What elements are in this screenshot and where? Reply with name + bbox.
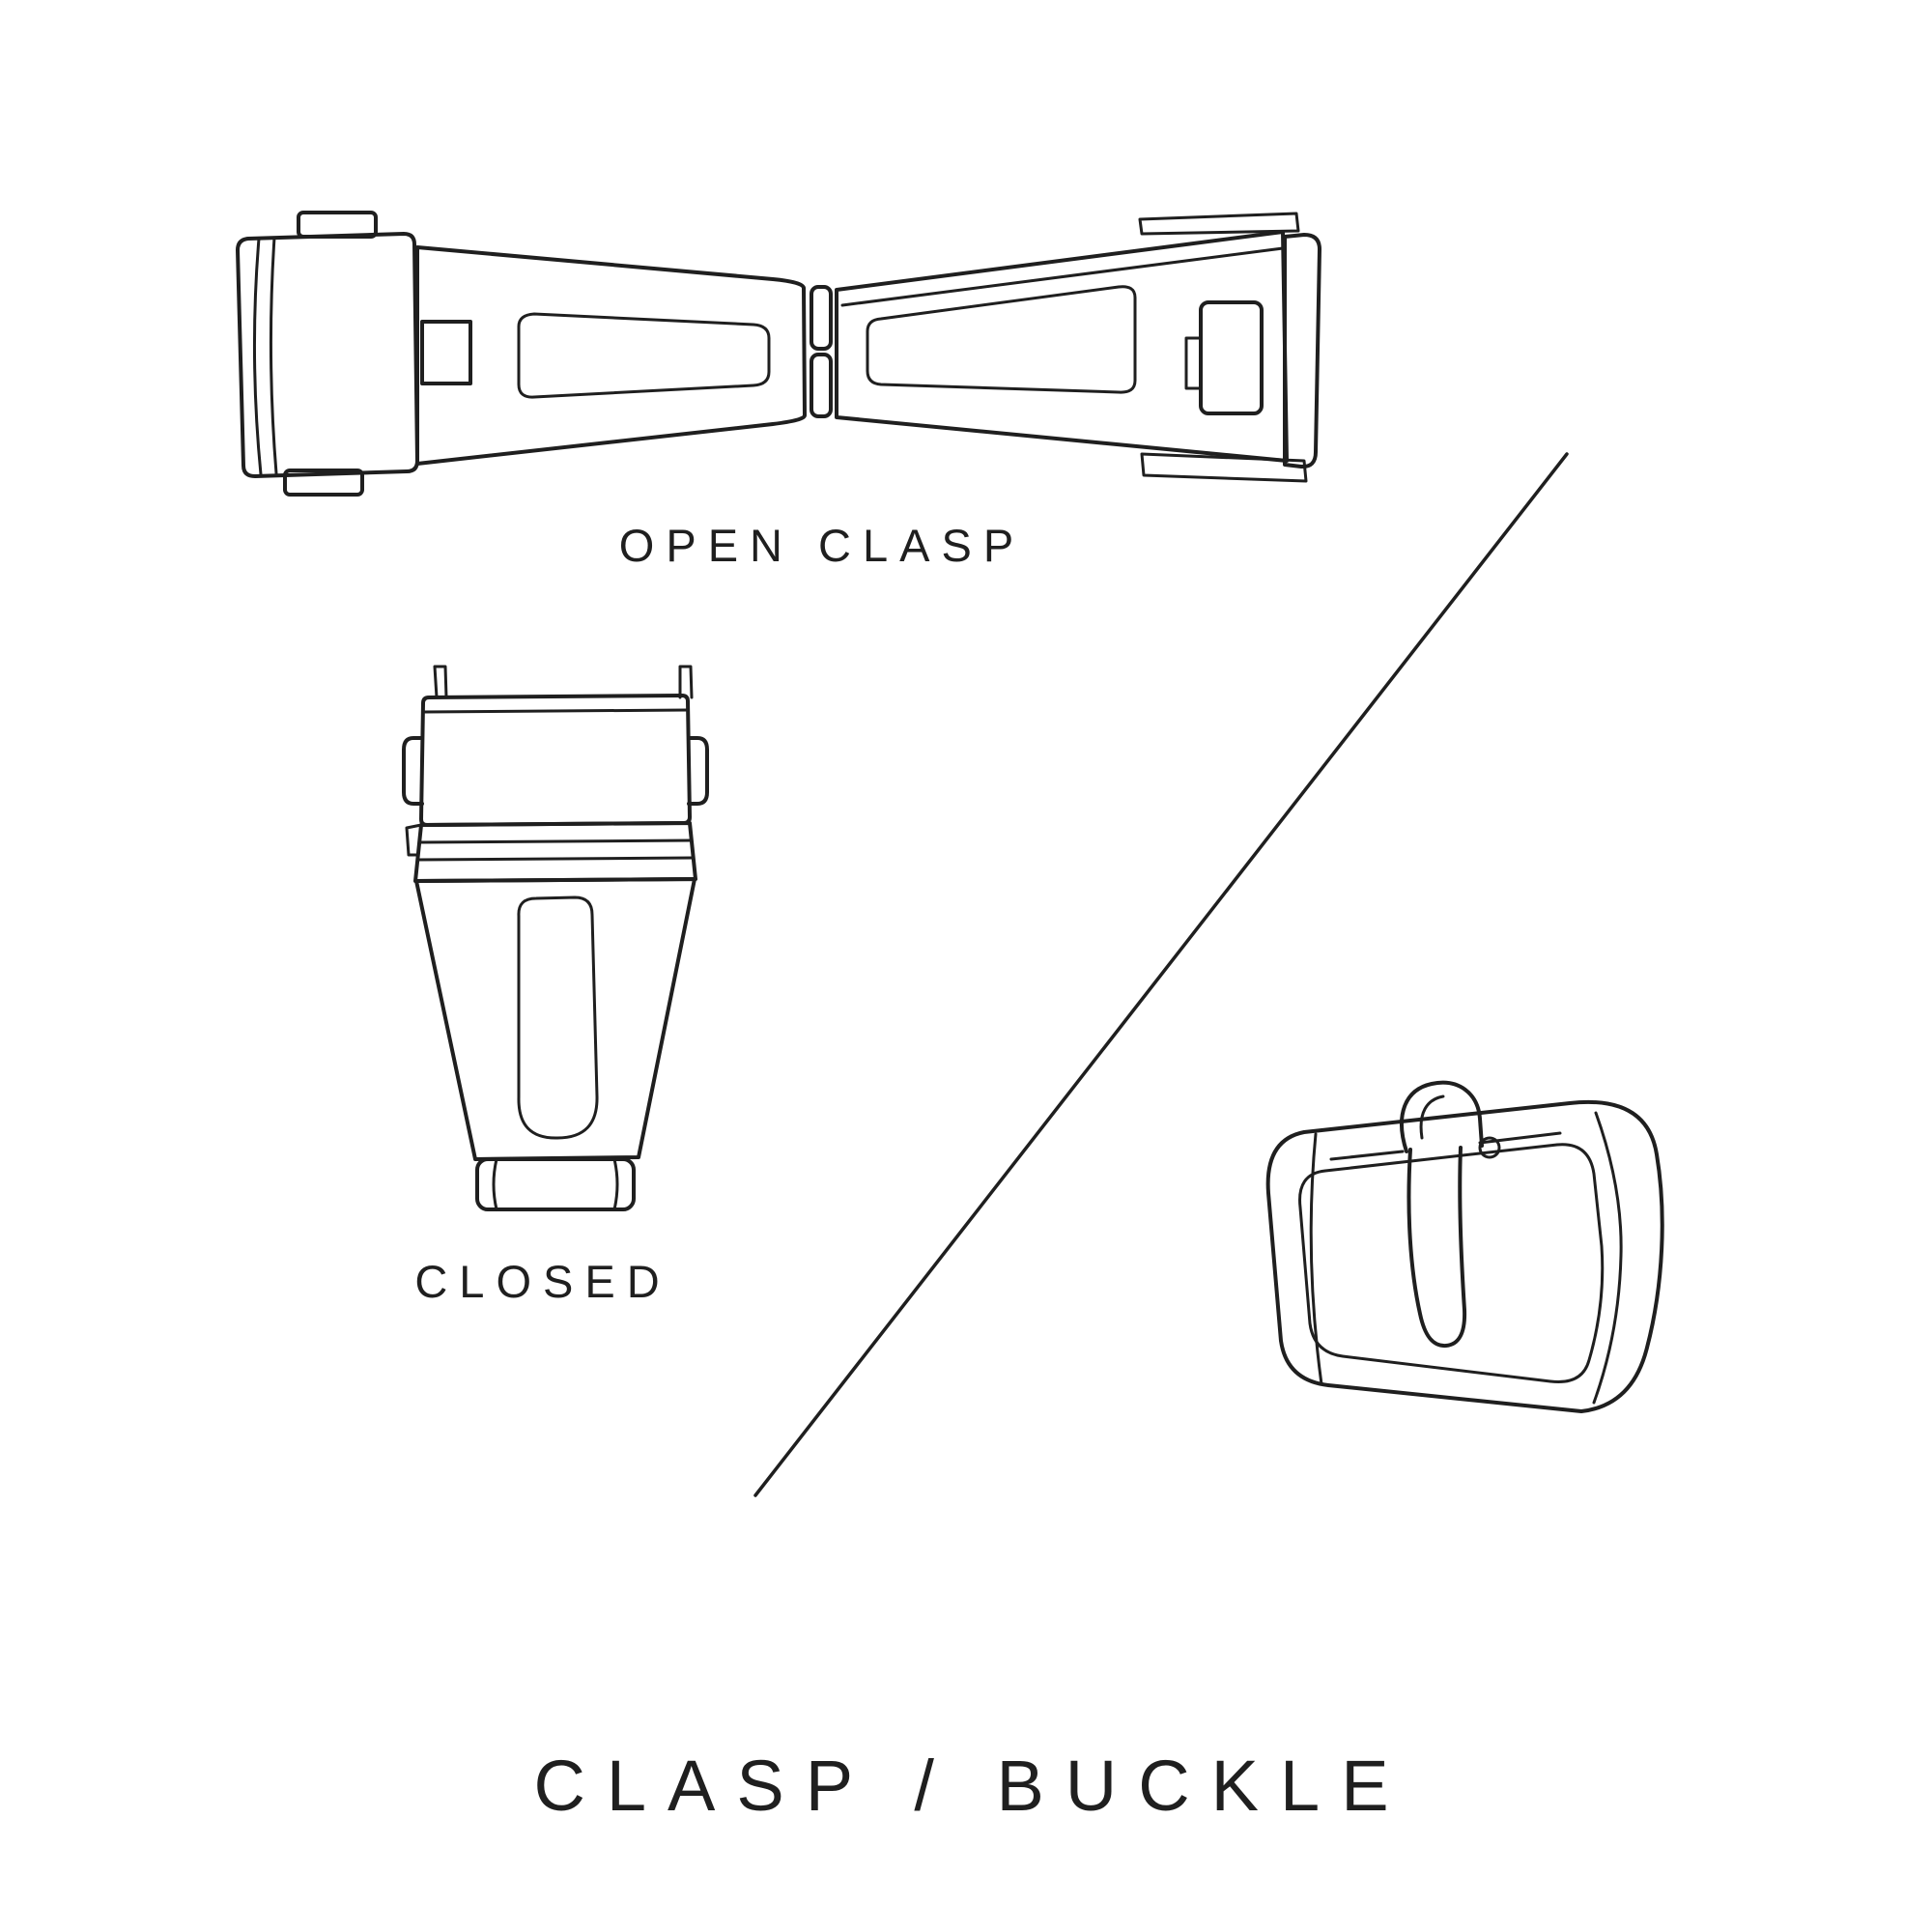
closed-clasp-foot-curve-right — [612, 1157, 619, 1211]
closed-clasp-left-prong — [433, 665, 448, 699]
closed-clasp-foot — [475, 1157, 636, 1211]
closed-label: CLOSED — [414, 1256, 671, 1307]
page-title: CLASP / BUCKLE — [533, 1746, 1410, 1826]
open-clasp-end-link-roll-2 — [269, 236, 278, 475]
buckle-spring-bar-left — [1329, 1150, 1405, 1161]
open-clasp-illustration — [236, 211, 1321, 497]
open-clasp-top-tab — [297, 211, 378, 239]
open-clasp-right-bottom-tab — [1140, 452, 1308, 483]
open-clasp-end-link-roll-1 — [252, 237, 263, 476]
open-clasp-left-inner-outline — [517, 312, 771, 399]
open-clasp-right-keeper — [1199, 300, 1264, 415]
closed-clasp-left-ear — [402, 736, 424, 806]
open-clasp-left-notch — [420, 320, 472, 385]
open-clasp-right-top-edge-line — [840, 246, 1285, 307]
closed-clasp-left-step — [405, 823, 423, 857]
line-art-group — [236, 211, 1664, 1497]
closed-clasp-band-line-2 — [415, 856, 696, 862]
closed-clasp-top-block-line — [423, 708, 690, 714]
open-clasp-end-link — [236, 232, 419, 478]
buckle-tang-loop-inner — [1419, 1094, 1445, 1140]
open-clasp-right-keeper-hook — [1184, 336, 1203, 390]
closed-clasp-illustration — [402, 665, 709, 1211]
closed-clasp-band-line-1 — [417, 838, 694, 844]
divider-line — [753, 452, 1569, 1497]
buckle-tang-ring — [1478, 1136, 1501, 1159]
buckle-inner-opening — [1298, 1143, 1605, 1384]
buckle-tang-body — [1406, 1146, 1467, 1349]
closed-clasp-band-section — [413, 821, 697, 883]
open-clasp-hinge-upper — [810, 285, 833, 351]
open-clasp-right-end-cap — [1283, 233, 1321, 469]
buckle-spring-bar-right — [1478, 1131, 1562, 1145]
buckle-left-roll-line — [1309, 1132, 1323, 1386]
open-clasp-hinge-lower — [810, 353, 833, 418]
closed-clasp-top-block — [419, 694, 692, 827]
buckle-illustration — [1265, 1080, 1664, 1413]
buckle-outer-frame — [1265, 1099, 1664, 1413]
closed-clasp-foot-curve-left — [492, 1157, 498, 1211]
closed-clasp-body — [414, 877, 696, 1161]
closed-clasp-right-ear — [687, 736, 709, 806]
open-clasp-right-top-tab — [1138, 212, 1300, 236]
closed-clasp-right-prong — [678, 665, 694, 699]
open-clasp-label: OPEN CLASP — [618, 520, 1026, 571]
open-clasp-right-arm — [835, 230, 1289, 463]
buckle-tang-loop — [1400, 1080, 1484, 1153]
open-clasp-right-inner-outline — [866, 285, 1137, 394]
buckle-right-roll-line — [1592, 1111, 1623, 1405]
closed-clasp-body-slot — [517, 895, 599, 1140]
open-clasp-left-arm — [415, 245, 807, 466]
open-clasp-bottom-tab — [283, 469, 364, 497]
